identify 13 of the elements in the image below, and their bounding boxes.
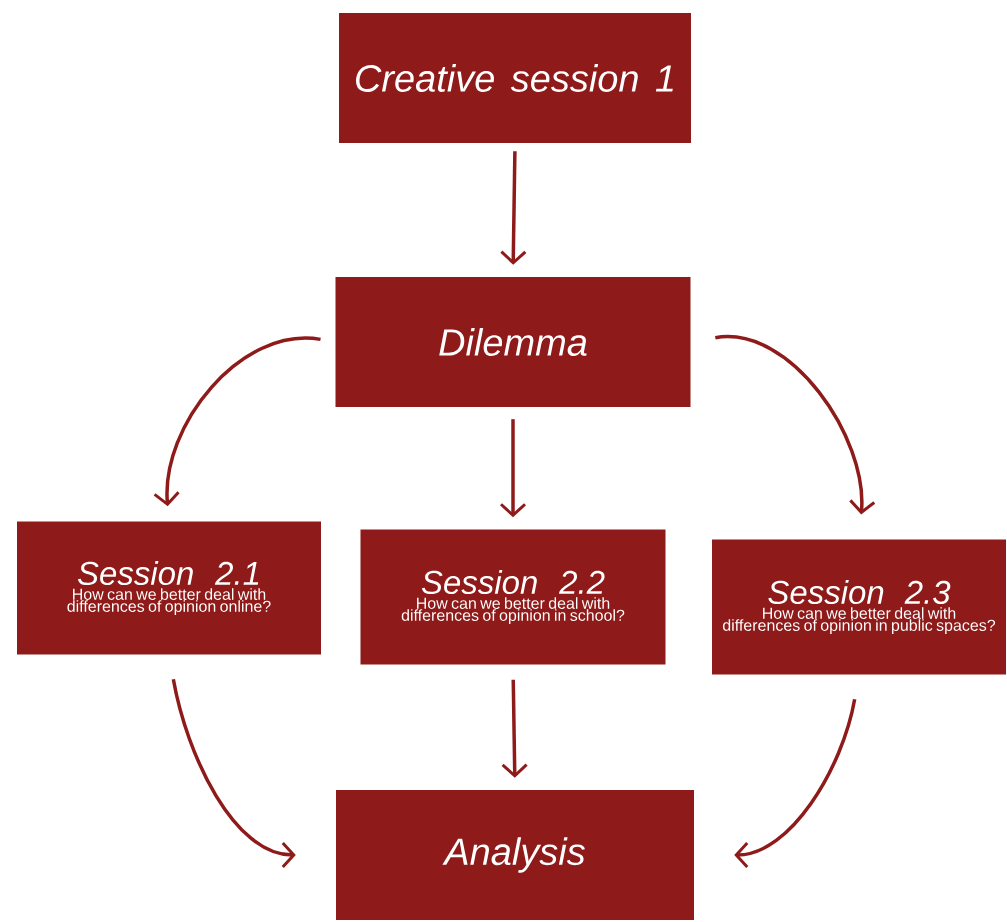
arrow: [501, 679, 528, 778]
process-box: Session 2.1 How can we better deal with differences of opinion online?: [17, 521, 321, 655]
arrow: [500, 151, 527, 265]
process-box: Creative session 1: [339, 13, 691, 143]
arrow: [153, 336, 321, 507]
process-box: Session 2.2 How can we better deal with differences of opinion in school?: [360, 529, 666, 665]
arrow: [734, 698, 857, 868]
arrow: [171, 678, 296, 868]
process-box: Dilemma: [335, 277, 691, 407]
process-box: Session 2.3 How can we better deal with differences of opinion in public spaces?: [712, 539, 1006, 675]
arrow: [715, 335, 876, 515]
process-box: Analysis: [336, 790, 694, 920]
arrow: [500, 419, 527, 518]
